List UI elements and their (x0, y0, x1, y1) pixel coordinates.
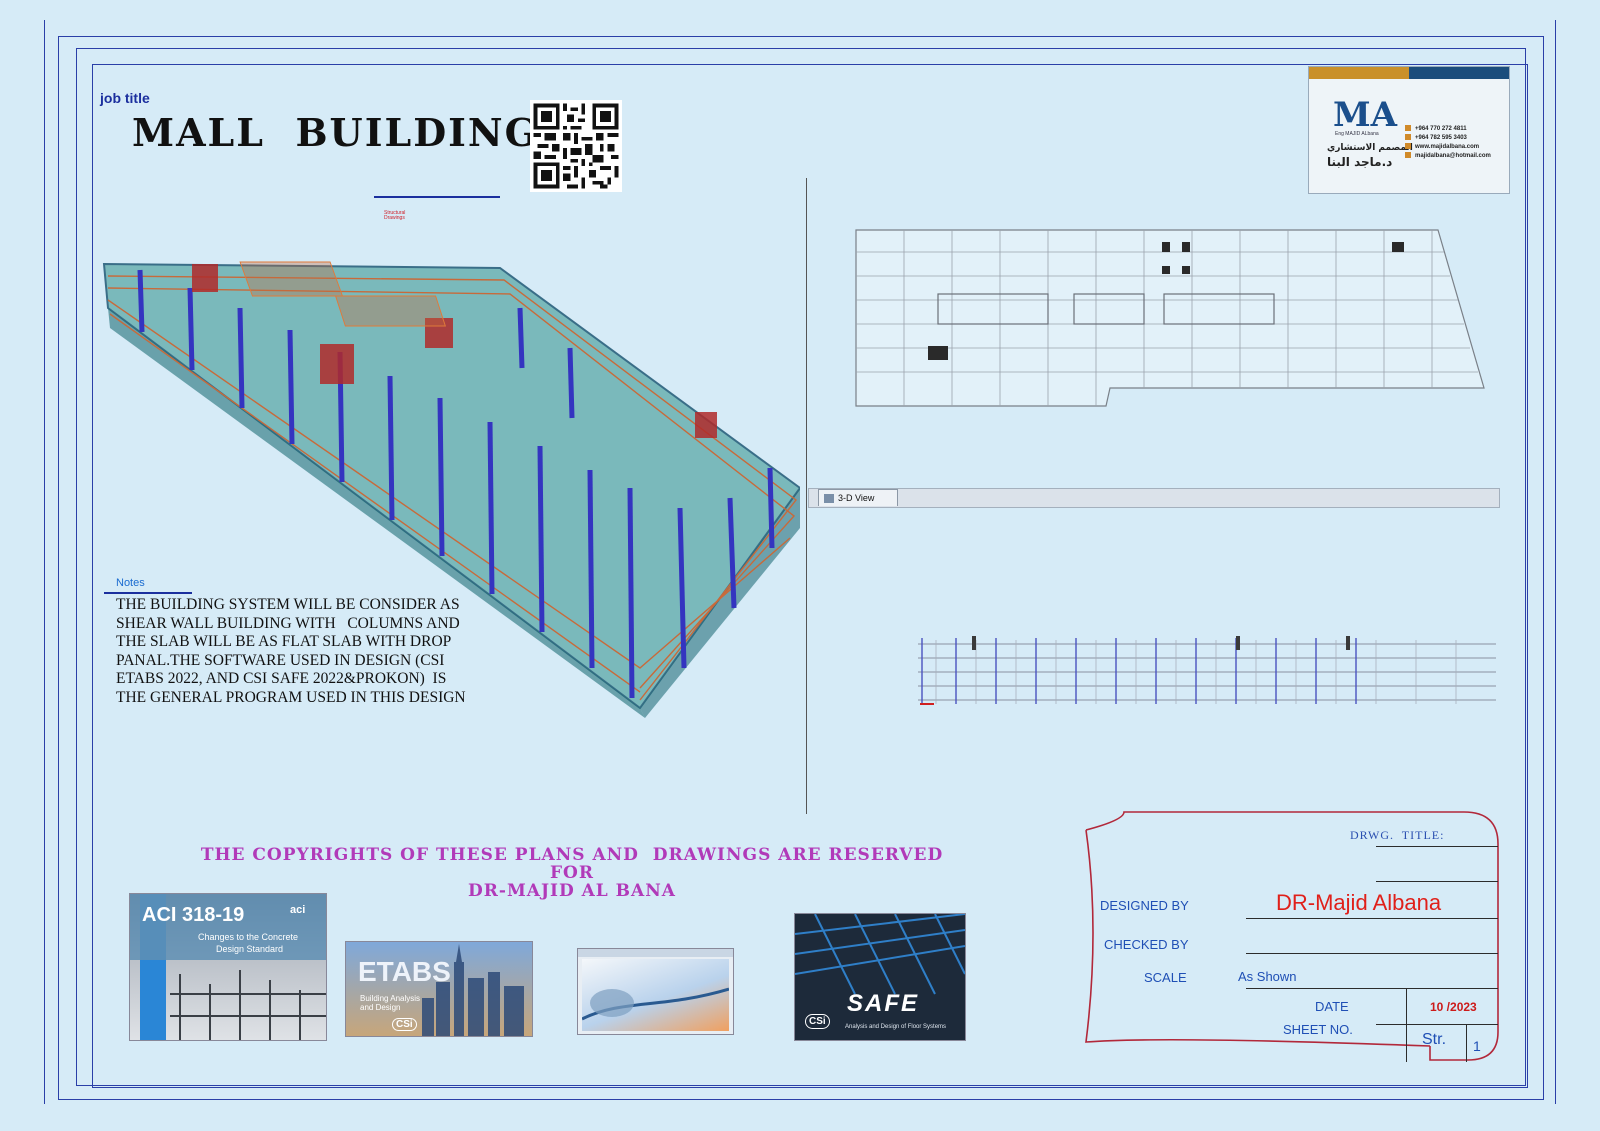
safe-subtitle: Analysis and Design of Floor Systems (845, 1024, 947, 1030)
card-gold-bar (1309, 67, 1409, 79)
sheet-no-label: SHEET NO. (1283, 1022, 1353, 1037)
copyright-line2: FOR (549, 863, 594, 883)
notes-line: SHEAR WALL BUILDING WITH COLUMNS AND (116, 614, 460, 632)
aci-subtitle-line1: Changes to the Concrete (198, 932, 299, 942)
aci-subtitle-line2: Design Standard (216, 944, 284, 954)
tiny-note-line2: Drawings (384, 215, 405, 221)
view-cube-icon (824, 494, 834, 504)
notes-line: THE GENERAL PROGRAM USED IN THIS DESIGN (116, 688, 466, 706)
title-rule (1376, 846, 1498, 847)
date-label: DATE (1315, 999, 1349, 1014)
sheet-number: 1 (1473, 1038, 1481, 1054)
tiny-note-line1: Structural (384, 210, 406, 216)
notes-line: THE SLAB WILL BE AS FLAT SLAB WITH DROP (116, 633, 452, 650)
content-frame (92, 64, 1528, 1088)
safe-rebar-art (795, 914, 965, 995)
card-navy-bar (1409, 67, 1509, 79)
sheet-prefix: Str. (1422, 1031, 1447, 1048)
job-title-label: job title (100, 90, 150, 106)
date-cell-divider (1406, 988, 1407, 1062)
designed-by-value: DR-Majid Albana (1276, 890, 1442, 915)
scale-value: As Shown (1238, 969, 1297, 984)
etabs-skyline-art (422, 944, 524, 1036)
aci-title: ACI 318-19 (142, 904, 245, 926)
scale-rule (1246, 988, 1498, 989)
card-contacts: +964 770 272 4811 +964 782 595 3403 www.… (1405, 125, 1491, 161)
prokon-curve-art (582, 987, 729, 1021)
safe-csi-badge: CSi (805, 1014, 830, 1029)
tiny-note: Structural Drawings (384, 211, 405, 221)
drawing-title-label: DRWG. TITLE: (1350, 828, 1445, 842)
checker-rule (1246, 953, 1498, 954)
card-arabic-name: د.ماجد البنا (1327, 155, 1393, 169)
prokon-window-bar (578, 949, 733, 957)
prokon-thumbnail (577, 948, 734, 1035)
date-rule (1376, 1024, 1498, 1025)
qr-code[interactable] (530, 100, 622, 192)
aci-318-19-thumbnail: ACI 318-19 aci Changes to the Concrete D… (129, 893, 327, 1041)
vertical-divider (806, 178, 807, 814)
card-phone1: +964 770 272 4811 (1405, 125, 1491, 134)
date-value: 10 /2023 (1430, 1000, 1477, 1014)
middle-frame (58, 36, 1544, 1100)
plan-view-drawing (855, 229, 1485, 407)
card-phone2: +964 782 595 3403 (1405, 134, 1491, 143)
tab-3d-view-label: 3-D View (838, 493, 875, 503)
notes-underline (104, 592, 192, 594)
copyright-line1: THE COPYRIGHTS OF THESE PLANS AND DRAWIN… (200, 845, 944, 865)
etabs-title: ETABS (358, 956, 451, 987)
etabs-csi-badge: CSi (392, 1018, 417, 1031)
designed-by-label: DESIGNED BY (1100, 898, 1189, 913)
title-rule (1376, 881, 1498, 882)
view-tab-bar (808, 488, 1500, 508)
safe-thumbnail: SAFE Analysis and Design of Floor System… (794, 913, 966, 1041)
scale-label: SCALE (1144, 970, 1187, 985)
elevation-view-drawing (918, 636, 1496, 705)
business-card: MA Eng MAJID ALbana المصمم الاستشاري د.م… (1308, 66, 1510, 194)
etabs-subtitle-line1: Building Analysis (360, 994, 421, 1003)
notes-text: THE BUILDING SYSTEM WILL BE CONSIDER AS … (116, 596, 536, 707)
card-logo: MA (1333, 95, 1398, 135)
aci-logo: aci (290, 904, 306, 916)
aci-structure-art (170, 970, 326, 1040)
checked-by-label: CHECKED BY (1104, 937, 1189, 952)
tab-3d-view[interactable]: 3-D View (818, 489, 898, 506)
notes-line: ETABS 2022, AND CSI SAFE 2022&PROKON) IS (116, 670, 447, 687)
title-block-border (1085, 811, 1499, 1061)
designer-rule (1246, 918, 1498, 919)
title-underline (374, 196, 500, 198)
notes-line: THE BUILDING SYSTEM WILL BE CONSIDER AS (116, 596, 460, 613)
copyright-line3: DR-MAJID AL BANA (468, 881, 676, 901)
notes-line: PANAL.THE SOFTWARE USED IN DESIGN (CSI (116, 651, 445, 669)
etabs-thumbnail: ETABS Building Analysis and Design CSi (345, 941, 533, 1037)
card-subtitle: Eng MAJID ALbana (1335, 131, 1379, 137)
etabs-subtitle-line2: and Design (360, 1003, 401, 1012)
building-3d-model (102, 261, 800, 718)
notes-label: Notes (116, 577, 145, 589)
card-email: majidalbana@hotmail.com (1405, 152, 1491, 161)
sheet-cell-divider (1466, 1024, 1467, 1062)
card-arabic-title: المصمم الاستشاري (1327, 143, 1413, 153)
card-website: www.majidalbana.com (1405, 143, 1491, 152)
page-title: MALL BUILDING (132, 110, 540, 155)
outer-frame (44, 20, 1556, 1104)
inner-frame (76, 48, 1526, 1086)
copyright-notice: THE COPYRIGHTS OF THESE PLANS AND DRAWIN… (122, 846, 1022, 900)
aci-header (130, 894, 326, 960)
safe-title: SAFE (847, 990, 920, 1017)
